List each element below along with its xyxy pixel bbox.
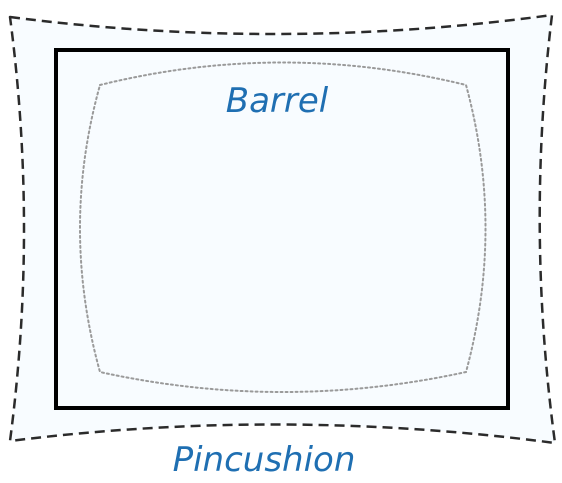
- barrel-label: Barrel: [225, 81, 329, 121]
- pincushion-label: Pincushion: [172, 440, 356, 480]
- reference-rectangle: [54, 48, 510, 410]
- barrel-outline: [79, 61, 487, 393]
